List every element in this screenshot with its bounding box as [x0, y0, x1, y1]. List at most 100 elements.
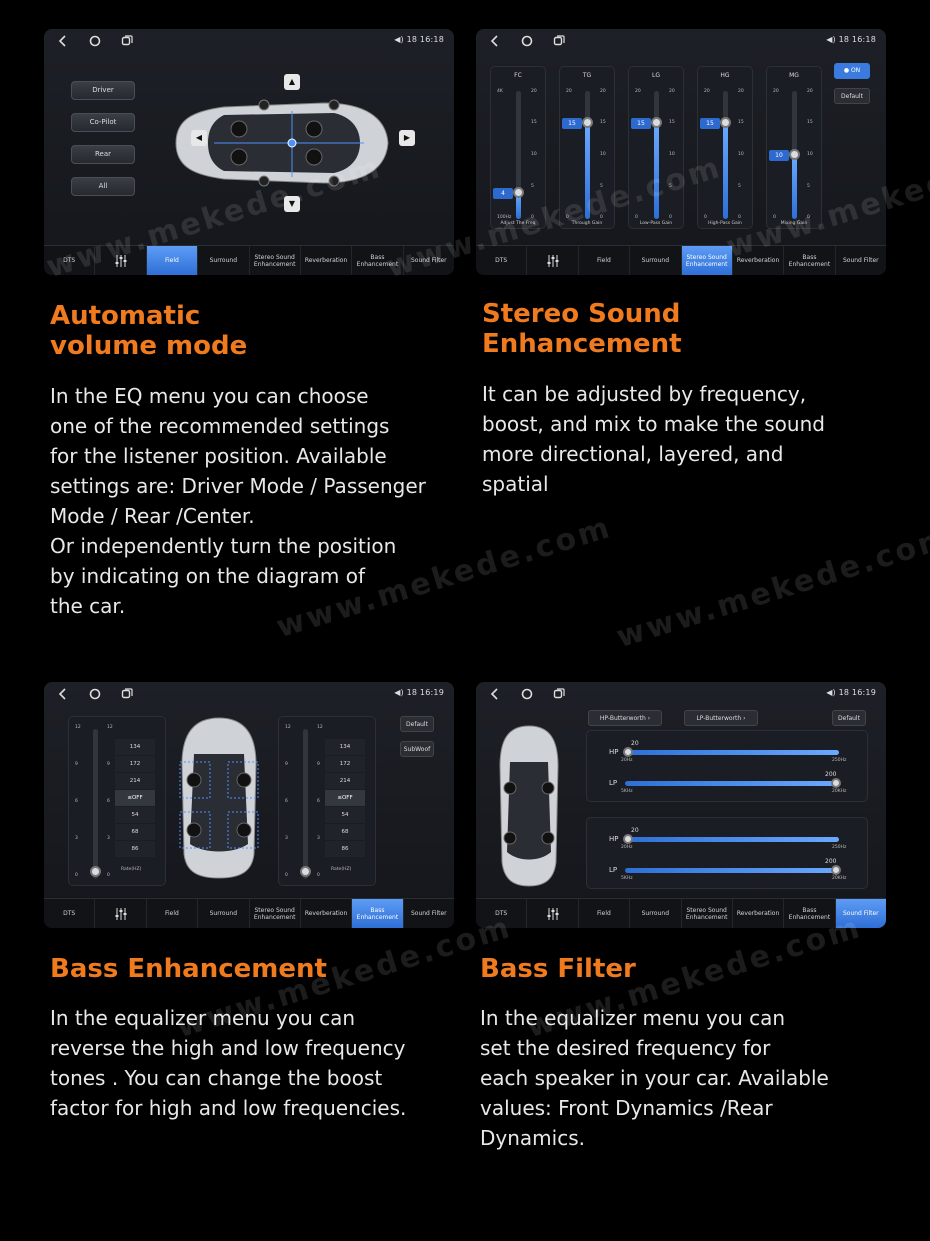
tab-equalizer[interactable] [95, 899, 147, 928]
tab-dts[interactable]: DTS [476, 899, 528, 928]
hp-knob[interactable] [623, 834, 633, 844]
hp-slider[interactable] [623, 834, 839, 844]
default-button[interactable]: Default [400, 716, 434, 732]
recent-apps-icon[interactable] [552, 34, 566, 48]
back-icon[interactable] [56, 34, 70, 48]
position-all-button[interactable]: All [71, 177, 135, 196]
hp-knob[interactable] [623, 747, 633, 757]
home-icon[interactable] [520, 34, 534, 48]
tab-equalizer[interactable] [95, 246, 147, 275]
lp-knob[interactable] [831, 865, 841, 875]
recent-apps-icon[interactable] [552, 687, 566, 701]
tab-reverberation[interactable]: Reverberation [733, 899, 785, 928]
slider-track[interactable] [582, 91, 593, 219]
tab-surround[interactable]: Surround [630, 246, 682, 275]
tab-sound-filter[interactable]: Sound Filter [842, 257, 879, 264]
tab-dts[interactable]: DTS [44, 246, 96, 275]
gain-track[interactable] [90, 729, 101, 879]
slider-track[interactable] [789, 91, 800, 219]
slider-knob[interactable] [513, 187, 524, 199]
rate-option[interactable]: ≤OFF [115, 790, 155, 806]
tab-sound-filter[interactable]: Sound Filter [410, 257, 447, 264]
tab-stereo-sound-enhancement[interactable]: Stereo Sound Enhancement [681, 246, 733, 275]
tab-dts[interactable]: DTS [44, 899, 96, 928]
on-toggle-button[interactable]: ● ON [834, 63, 870, 79]
tab-field[interactable]: Field [146, 246, 199, 275]
rate-option[interactable]: 172 [325, 756, 365, 772]
tab-stereo-sound-enhancement[interactable]: Stereo Sound Enhancement [250, 246, 301, 275]
position-rear-button[interactable]: Rear [71, 145, 135, 164]
tab-reverberation[interactable]: Reverberation [301, 899, 353, 928]
lp-knob[interactable] [831, 778, 841, 788]
rate-option[interactable]: 172 [115, 756, 155, 772]
tab-reverberation[interactable]: Reverberation [733, 246, 785, 275]
rate-option[interactable]: 214 [325, 773, 365, 789]
default-button[interactable]: Default [832, 710, 866, 726]
back-icon[interactable] [56, 687, 70, 701]
home-icon[interactable] [88, 687, 102, 701]
rate-option[interactable]: 134 [115, 739, 155, 755]
position-copilot-button[interactable]: Co-Pilot [71, 113, 135, 132]
gain-knob[interactable] [300, 866, 311, 877]
car-top-view[interactable] [164, 91, 394, 196]
subwoof-button[interactable]: SubWoof [400, 741, 434, 757]
back-icon[interactable] [488, 687, 502, 701]
slider-knob[interactable] [651, 117, 662, 128]
move-down-icon[interactable]: ▼ [284, 196, 300, 212]
tab-equalizer[interactable] [527, 246, 579, 275]
rate-option[interactable]: 214 [115, 773, 155, 789]
slider-track[interactable] [720, 91, 731, 219]
rate-option[interactable]: 68 [115, 824, 155, 840]
slider-knob[interactable] [789, 149, 800, 160]
recent-apps-icon[interactable] [120, 687, 134, 701]
tab-surround[interactable]: Surround [630, 899, 682, 928]
hp-slider[interactable] [623, 747, 839, 757]
move-up-icon[interactable]: ▲ [284, 74, 300, 90]
slider-track[interactable] [651, 91, 662, 219]
tab-reverberation[interactable]: Reverberation [301, 246, 353, 275]
default-button[interactable]: Default [834, 88, 870, 104]
recent-apps-icon[interactable] [120, 34, 134, 48]
lp-slider[interactable] [625, 778, 841, 788]
gain-track[interactable] [300, 729, 311, 879]
rate-option[interactable]: 54 [115, 807, 155, 823]
rate-option[interactable]: 68 [325, 824, 365, 840]
slider-track[interactable] [513, 91, 524, 219]
tab-bass-enhancement[interactable]: Bass Enhancement [784, 899, 836, 928]
rate-option[interactable]: 54 [325, 807, 365, 823]
tab-field[interactable]: Field [579, 899, 631, 928]
tab-sound-filter[interactable]: Sound Filter [835, 899, 886, 928]
tab-sound-filter[interactable]: Sound Filter [410, 910, 447, 917]
tab-surround[interactable]: Surround [198, 246, 250, 275]
lp-slider[interactable] [625, 865, 841, 875]
tab-bass-enhancement[interactable]: Bass Enhancement [784, 246, 836, 275]
rate-option[interactable]: 134 [325, 739, 365, 755]
tab-field[interactable]: Field [147, 899, 199, 928]
rate-option[interactable]: 86 [115, 841, 155, 857]
lp-type-select[interactable]: LP-Butterworth › [684, 710, 758, 726]
move-right-icon[interactable]: ▶ [399, 130, 415, 146]
tab-equalizer[interactable] [527, 899, 579, 928]
rate-option[interactable]: 86 [325, 841, 365, 857]
tab-bass-enhancement[interactable]: Bass Enhancement [352, 899, 404, 928]
gain-knob[interactable] [90, 866, 101, 877]
tab-stereo-sound-enhancement[interactable]: Stereo Sound Enhancement [250, 899, 301, 928]
tab-surround[interactable]: Surround [198, 899, 250, 928]
slider-knob[interactable] [582, 117, 593, 128]
slider-knob[interactable] [720, 117, 731, 128]
tab-stereo-sound-enhancement[interactable]: Stereo Sound Enhancement [682, 899, 733, 928]
hp-type-select[interactable]: HP-Butterworth › [588, 710, 662, 726]
tab-dts[interactable]: DTS [476, 246, 528, 275]
home-icon[interactable] [520, 687, 534, 701]
home-icon[interactable] [88, 34, 102, 48]
tab-bass-enhancement[interactable]: Bass Enhancement [352, 246, 404, 275]
back-icon[interactable] [488, 34, 502, 48]
tab-field[interactable]: Field [579, 246, 631, 275]
rate-option[interactable]: ≤OFF [325, 790, 365, 806]
move-left-icon[interactable]: ◀ [191, 130, 207, 146]
